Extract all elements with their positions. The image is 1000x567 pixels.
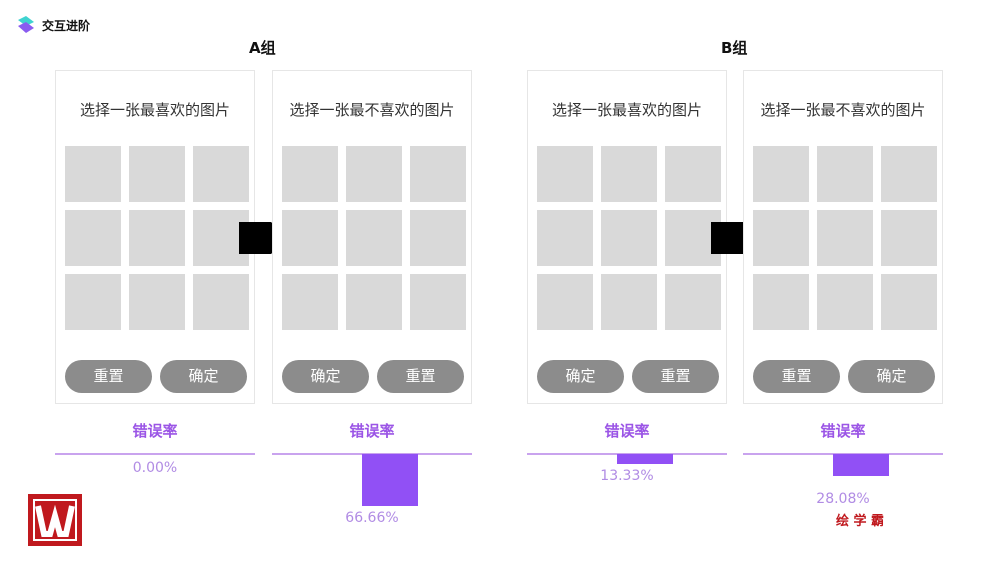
image-placeholder[interactable] (881, 146, 937, 202)
image-placeholder[interactable] (282, 146, 338, 202)
image-placeholder[interactable] (129, 210, 185, 266)
group-a-label: A组 (249, 39, 276, 57)
image-placeholder[interactable] (665, 274, 721, 330)
image-placeholder[interactable] (537, 210, 593, 266)
image-placeholder[interactable] (65, 146, 121, 202)
error-rate-label: 错误率 (820, 422, 866, 440)
image-placeholder[interactable] (601, 274, 657, 330)
panel-button[interactable]: 重置 (632, 360, 719, 393)
chart-axis (55, 453, 255, 455)
error-rate-bar (833, 454, 889, 476)
panel-title: 选择一张最喜欢的图片 (551, 101, 702, 119)
image-placeholder[interactable] (817, 210, 873, 266)
group-b-label: B组 (721, 39, 748, 57)
image-placeholder[interactable] (65, 274, 121, 330)
image-placeholder[interactable] (410, 146, 466, 202)
brand-logo-icon (18, 16, 34, 33)
image-placeholder[interactable] (129, 274, 185, 330)
image-placeholder[interactable] (753, 274, 809, 330)
panel-button[interactable]: 确定 (160, 360, 247, 393)
panel-button[interactable]: 确定 (282, 360, 369, 393)
image-grid (65, 146, 249, 330)
error-rate-label: 错误率 (604, 422, 650, 440)
watermark: 绘 学 霸 (835, 514, 885, 529)
image-placeholder[interactable] (282, 210, 338, 266)
image-placeholder[interactable] (129, 146, 185, 202)
brand-title: 交互进阶 (42, 18, 91, 33)
panel-button[interactable]: 重置 (65, 360, 152, 393)
selection-panel: 选择一张最不喜欢的图片 确定 重置 (272, 70, 472, 404)
image-placeholder[interactable] (193, 274, 249, 330)
image-placeholder[interactable] (601, 210, 657, 266)
error-rate-value: 28.08% (816, 491, 870, 507)
image-placeholder[interactable] (817, 274, 873, 330)
image-placeholder[interactable] (601, 146, 657, 202)
image-placeholder[interactable] (346, 210, 402, 266)
selection-panel: 选择一张最喜欢的图片 确定 重置 (527, 70, 727, 404)
error-rate-bar (617, 454, 673, 464)
image-placeholder[interactable] (537, 274, 593, 330)
w-logo (28, 494, 82, 546)
error-rate-value: 66.66% (345, 510, 399, 526)
selection-panel: 选择一张最喜欢的图片 重置 确定 (55, 70, 255, 404)
error-rate-value: 13.33% (600, 468, 654, 484)
image-placeholder[interactable] (665, 146, 721, 202)
error-rate-label: 错误率 (132, 422, 178, 440)
panel-button[interactable]: 重置 (753, 360, 840, 393)
image-placeholder[interactable] (753, 146, 809, 202)
image-grid (282, 146, 466, 330)
image-placeholder[interactable] (881, 274, 937, 330)
error-rate-value: 0.00% (132, 460, 178, 476)
image-placeholder[interactable] (346, 274, 402, 330)
panel-button[interactable]: 确定 (537, 360, 624, 393)
image-placeholder[interactable] (65, 210, 121, 266)
error-rate-label: 错误率 (349, 422, 395, 440)
image-placeholder[interactable] (410, 274, 466, 330)
brand: 交互进阶 (16, 16, 90, 34)
w-logo-icon (33, 499, 77, 541)
panel-button[interactable]: 重置 (377, 360, 464, 393)
image-placeholder[interactable] (753, 210, 809, 266)
panel-title: 选择一张最不喜欢的图片 (289, 101, 455, 119)
image-placeholder[interactable] (881, 210, 937, 266)
image-placeholder[interactable] (282, 274, 338, 330)
panel-title: 选择一张最喜欢的图片 (79, 101, 230, 119)
selection-panel: 选择一张最不喜欢的图片 重置 确定 (743, 70, 943, 404)
image-grid (753, 146, 937, 330)
image-placeholder[interactable] (346, 146, 402, 202)
image-grid (537, 146, 721, 330)
panel-title: 选择一张最不喜欢的图片 (760, 101, 926, 119)
image-placeholder[interactable] (817, 146, 873, 202)
error-rate-bar (362, 454, 418, 506)
image-placeholder[interactable] (410, 210, 466, 266)
image-placeholder[interactable] (193, 146, 249, 202)
image-placeholder[interactable] (537, 146, 593, 202)
panel-button[interactable]: 确定 (848, 360, 935, 393)
